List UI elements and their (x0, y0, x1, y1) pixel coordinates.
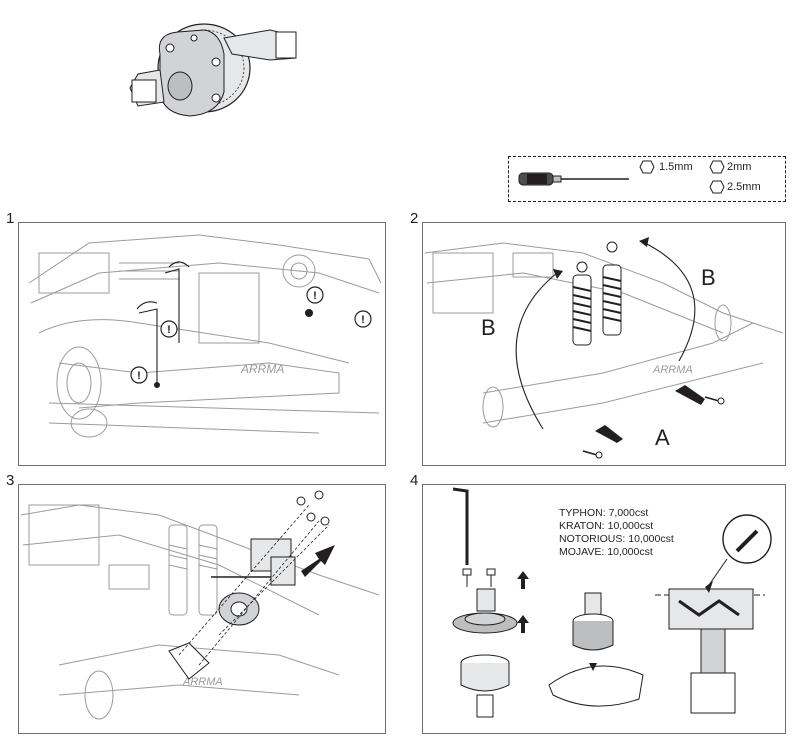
svg-text:!: ! (361, 314, 365, 326)
shock-label-b-left: B (481, 315, 496, 340)
hex-driver-icon (518, 172, 629, 186)
step-4-panel: TYPHON: 7,000cst KRATON: 10,000cst NOTOR… (422, 484, 786, 734)
step-number-3: 3 (6, 472, 15, 489)
fluid-spec-mojave: MOJAVE: 10,000cst (559, 546, 653, 558)
required-tools-box: 1.5mm 2mm 2.5mm (508, 156, 786, 202)
svg-text:!: ! (137, 370, 141, 382)
svg-text:ARRMA: ARRMA (240, 362, 284, 376)
step-4-illustration (452, 487, 772, 718)
svg-text:ARRMA: ARRMA (652, 364, 693, 376)
differential-assembly-illustration (120, 14, 320, 134)
hex-size-label-1-5mm: 1.5mm (659, 161, 693, 173)
fluid-spec-notorious: NOTORIOUS: 10,000cst (559, 533, 674, 545)
shock-label-b-right: B (701, 265, 716, 290)
step-number-4: 4 (410, 472, 419, 489)
fluid-spec-typhon: TYPHON: 7,000cst (559, 507, 649, 519)
step-2-illustration: ARRMA (424, 237, 784, 459)
hex-1-5mm-icon (639, 160, 655, 174)
svg-text:!: ! (167, 324, 171, 336)
step-3-illustration: ARRMA (20, 490, 380, 720)
screw-label-a: A (655, 425, 670, 450)
hex-size-label-2mm: 2mm (727, 161, 752, 173)
step-1-illustration: ARRMA !! !! (28, 234, 382, 438)
hex-2mm-icon (709, 160, 725, 174)
step-number-2: 2 (410, 210, 419, 227)
hex-2-5mm-icon (709, 180, 725, 194)
svg-text:ARRMA: ARRMA (182, 676, 223, 688)
svg-text:!: ! (313, 290, 317, 302)
step-2-panel: ARRMA B B A (422, 222, 786, 466)
hex-size-label-2-5mm: 2.5mm (727, 181, 761, 193)
step-number-1: 1 (6, 210, 15, 227)
fluid-spec-kraton: KRATON: 10,000cst (559, 520, 654, 532)
step-3-panel: ARRMA (18, 484, 386, 734)
step-1-panel: ARRMA !! !! (18, 222, 386, 466)
